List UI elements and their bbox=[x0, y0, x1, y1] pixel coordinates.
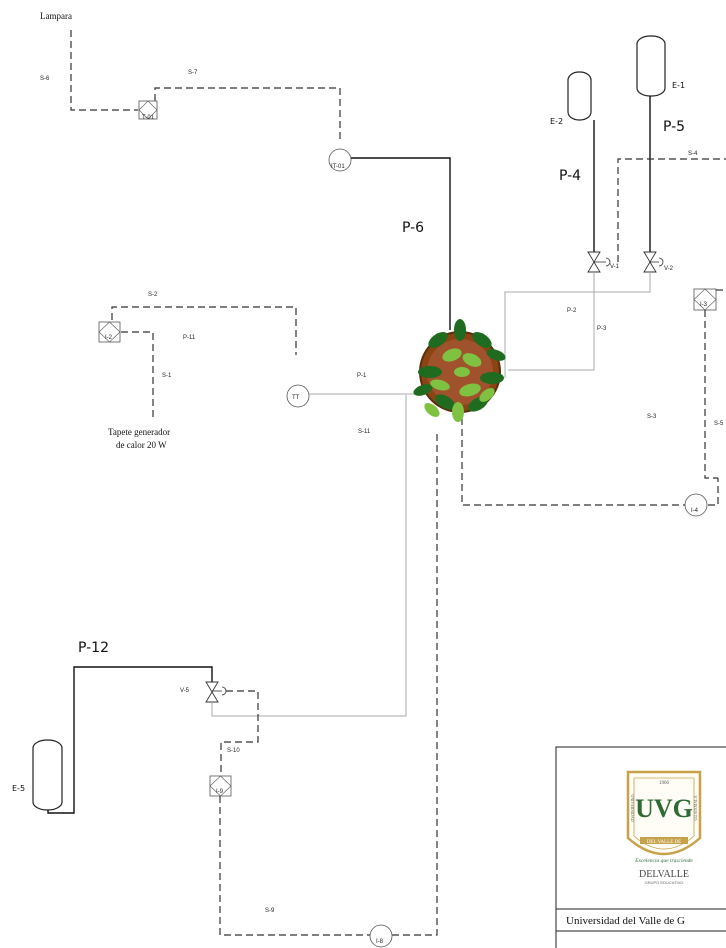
logo-ring-left: UNIVERSIDAD bbox=[630, 794, 635, 821]
logo-group: GRUPO EDUCATIVO bbox=[645, 880, 684, 885]
signal-line-s7 bbox=[154, 87, 341, 142]
pipe-label-p1: P-1 bbox=[357, 373, 367, 379]
pipe-label-p3: P-3 bbox=[597, 326, 607, 332]
signal-label-s11: S-11 bbox=[358, 429, 371, 435]
pipe-label-p12: P-12 bbox=[78, 640, 109, 656]
university-name: Universidad del Valle de G bbox=[566, 915, 685, 927]
tank-label-e5: E-5 bbox=[12, 784, 25, 793]
temperature-transmitter-t01[interactable]: T-01 bbox=[138, 100, 158, 121]
signal-line-i4-out bbox=[708, 478, 719, 506]
pipe-line-v5-plant bbox=[211, 395, 407, 717]
pipe-line-p12 bbox=[47, 666, 213, 814]
pipe-label-p4: P-4 bbox=[559, 168, 581, 184]
signal-label-s9: S-9 bbox=[265, 908, 275, 914]
signal-line-s2 bbox=[111, 306, 297, 355]
logo-ring-right: GUATEMALA bbox=[693, 795, 698, 820]
heater-label-line2: de calor 20 W bbox=[116, 440, 167, 450]
signal-line-s10 bbox=[220, 690, 259, 775]
tank-e1[interactable] bbox=[636, 35, 666, 97]
signal-label-s4: S-4 bbox=[688, 151, 698, 157]
valve-label-v1: V-1 bbox=[610, 264, 620, 270]
instrument-label-i9: I-9 bbox=[216, 789, 224, 795]
indicator-i2[interactable]: I-2 bbox=[98, 321, 121, 343]
plant-icon bbox=[413, 319, 506, 422]
signal-line-s4 bbox=[617, 158, 726, 262]
tank-label-e2: E-2 bbox=[550, 117, 563, 126]
valve-label-v5: V-5 bbox=[180, 688, 190, 694]
pipe-line-p2 bbox=[504, 272, 651, 378]
signal-line-s6 bbox=[70, 30, 138, 111]
tank-e5[interactable] bbox=[32, 739, 63, 811]
uvg-logo: 1966 UVG UNIVERSIDAD GUATEMALA DEL VALLE… bbox=[626, 770, 702, 885]
pipe-line-p3 bbox=[508, 272, 595, 371]
pipe-line-p6 bbox=[351, 157, 451, 330]
signal-line-s3 bbox=[461, 418, 685, 506]
instrument-label-it01: IT-01 bbox=[331, 164, 345, 170]
instrument-label-tt: TT bbox=[292, 395, 300, 401]
signal-label-s5: S-5 bbox=[714, 421, 724, 427]
valve-v5[interactable]: V-5 bbox=[180, 681, 227, 703]
indicator-i9[interactable]: I-9 bbox=[209, 775, 232, 797]
signal-line-s1 bbox=[121, 331, 154, 420]
signal-line-s5 bbox=[704, 310, 718, 479]
valve-v1[interactable]: V-1 bbox=[587, 251, 620, 273]
pipe-label-p2: P-2 bbox=[567, 308, 577, 314]
logo-banner: DEL VALLE DE bbox=[647, 840, 681, 845]
logo-motto: Excelencia que trasciende bbox=[634, 858, 693, 864]
heater-label-line1: Tapete generador bbox=[108, 427, 170, 437]
valve-label-v2: V-2 bbox=[664, 266, 674, 272]
instrument-it01[interactable]: IT-01 bbox=[328, 148, 352, 172]
indicator-i3[interactable]: I-3 bbox=[693, 288, 717, 311]
pipe-label-p11: P-11 bbox=[183, 335, 196, 341]
indicator-i4[interactable]: I-4 bbox=[684, 493, 708, 517]
signal-label-s10: S-10 bbox=[227, 748, 240, 754]
signal-line-s11 bbox=[392, 432, 438, 936]
tank-e2[interactable] bbox=[567, 71, 592, 121]
logo-year: 1966 bbox=[659, 781, 670, 786]
signal-line-s9 bbox=[219, 796, 370, 936]
pipe-label-p5: P-5 bbox=[663, 119, 685, 135]
instrument-label-i2: I-2 bbox=[105, 335, 113, 341]
instrument-label-i8: I-8 bbox=[376, 939, 384, 945]
signal-label-s2: S-2 bbox=[148, 292, 158, 298]
signal-label-s6: S-6 bbox=[40, 76, 50, 82]
logo-brand: DELVALLE bbox=[639, 869, 689, 880]
title-block: Universidad del Valle de G 1966 UVG UNIV… bbox=[555, 746, 726, 948]
signal-label-s1: S-1 bbox=[162, 373, 172, 379]
instrument-label-i3: I-3 bbox=[700, 302, 708, 308]
temperature-transmitter-tt[interactable]: TT bbox=[286, 384, 310, 408]
indicator-i8[interactable]: I-8 bbox=[369, 924, 393, 948]
signal-label-s3: S-3 bbox=[647, 414, 657, 420]
tank-label-e1: E-1 bbox=[672, 81, 685, 90]
logo-initials: UVG bbox=[635, 794, 693, 823]
instrument-label-t01: T-01 bbox=[142, 115, 155, 121]
instrument-label-i4: I-4 bbox=[691, 508, 699, 514]
pipe-label-p6: P-6 bbox=[402, 220, 424, 236]
signal-label-s7: S-7 bbox=[188, 70, 198, 76]
valve-v2[interactable]: V-2 bbox=[643, 251, 674, 273]
lamp-label: Lampara bbox=[40, 11, 72, 21]
